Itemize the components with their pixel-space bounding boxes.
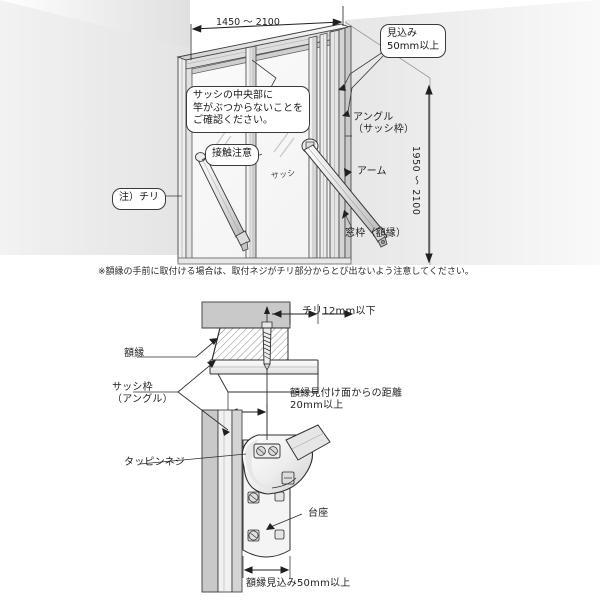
callout-depth: 見込み 50mm以上: [380, 24, 447, 58]
leader-sash-frame: [133, 361, 229, 431]
dimension-height-label: 1950 ～ 2100: [410, 146, 421, 216]
dimension-width: [190, 6, 344, 60]
dimension-frame-depth: [242, 556, 291, 578]
gakubuchi-section: [211, 327, 289, 361]
leader-arm: [344, 168, 352, 177]
leader-gakubuchi: [137, 339, 217, 358]
callout-contact-warning: 接触注意: [205, 144, 259, 166]
leader-base: [267, 513, 303, 529]
hardware-body: [241, 424, 331, 495]
label-window-frame: 窓枠（額縁）: [345, 228, 407, 239]
label-arm: アーム: [357, 166, 387, 177]
sash-angle-horizontal: [209, 359, 319, 393]
dimension-width-label: 1450 ～ 2100: [216, 17, 280, 28]
arm-right: [301, 138, 388, 248]
label-base: 台座: [308, 508, 329, 519]
leader-tapping-screw: [139, 453, 247, 465]
arm-left: [195, 152, 251, 252]
callout-chiri-note: 注）チリ: [112, 188, 166, 210]
leader-depth: [343, 51, 384, 113]
window-sill: [177, 257, 352, 265]
dimension-frame-depth-label: 額縁見込み50mm以上: [246, 578, 351, 589]
arrowhead-gakubuchi: [209, 338, 218, 345]
upper-perspective-drawing: [0, 0, 600, 265]
sash-angle-profile: [329, 27, 346, 259]
label-tapping-screw: タッピンネジ: [124, 457, 185, 468]
wall-left: [0, 0, 190, 255]
label-gakubuchi: 額縁: [124, 348, 145, 359]
dimension-height: [425, 84, 433, 264]
footnote-upper: ※額縁の手前に取付ける場合は、取付ネジがチリ部分からとび出ないよう注意してくださ…: [98, 267, 474, 277]
callout-center-warning: サッシの中央部に 竿がぶつからないことを ご確認ください。: [186, 86, 310, 133]
wall-right: [344, 0, 600, 265]
arrowhead-depth: [338, 84, 350, 117]
dimension-chiri-label: チリ12mm以下: [302, 306, 376, 317]
arrowhead-base: [266, 523, 275, 530]
label-sash-frame: サッシ枠 （アングル）: [112, 382, 173, 406]
dimension-chiri: [272, 304, 354, 324]
window-head-rail: [176, 23, 351, 75]
lower-section-drawing: [133, 301, 354, 593]
dimension-distance-face-label: 額縁見付け面からの距離 20mm以上: [290, 388, 403, 412]
arrowhead-sash-frame: [207, 360, 230, 436]
arrowhead-window-frame: [342, 210, 349, 219]
tapping-screw-top: [261, 306, 273, 371]
label-angle: アングル （サッシ枠）: [353, 112, 415, 136]
vertical-casing-rails: [201, 409, 243, 593]
